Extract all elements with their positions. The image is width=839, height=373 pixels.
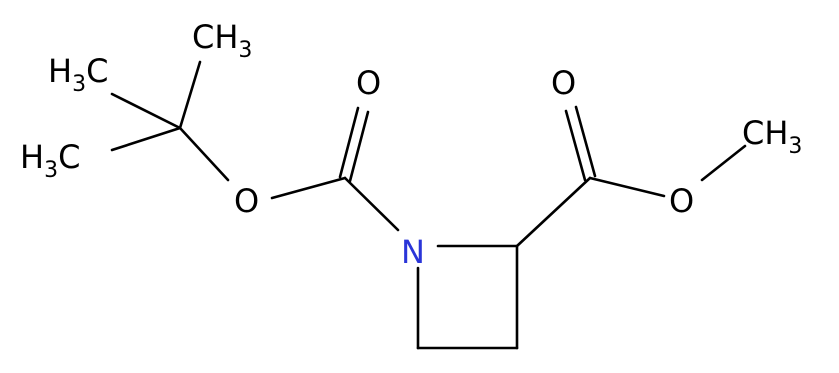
ester-oxygen-right-label: O [669,182,694,220]
nitrogen-label: N [401,233,425,271]
bond-tbu-oxygen [178,126,230,182]
bond-ring-carbonyl-right [515,176,592,248]
bond-tbu-methyl-top [178,60,202,130]
bonds [110,60,747,350]
bond-carbonyl-right-double-b [574,105,597,178]
bond-carbonyl-right-double-a [564,109,587,182]
ester-oxygen-left-label: O [234,182,259,220]
carbonyl-oxygen-left-label: O [356,64,381,102]
bond-tbu-methyl-left-upper [110,92,182,130]
methyl-left-lower-label: H3C [20,138,80,183]
carbonyl-oxygen-right-label: O [551,64,576,102]
methyl-top-label: CH3 [192,18,252,63]
methyl-right-label: CH3 [742,114,802,159]
methyl-left-upper-label: H3C [48,52,108,97]
bond-carbonyl-right-oxygen [588,176,666,198]
bond-oxygen-carbonyl-left [270,176,347,200]
bond-oxygen-methyl-right [700,144,747,182]
bond-tbu-methyl-left-lower [110,126,182,152]
bond-carbonyl-nitrogen [343,176,400,232]
bond-carbonyl-left-double-a [338,106,360,179]
bond-carbonyl-left-double-b [348,110,370,183]
atom-labels: CH3 H3C H3C O O N O O CH3 [20,18,802,271]
